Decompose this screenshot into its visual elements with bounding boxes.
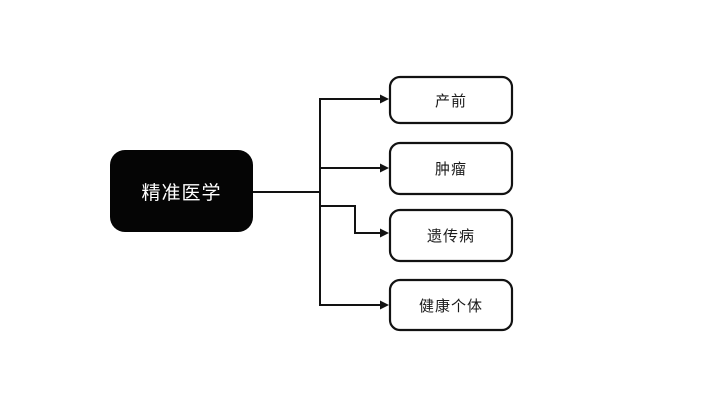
arrowhead-genetic (380, 228, 389, 238)
leaf-node-box-prenatal[interactable] (388, 75, 514, 125)
arrowhead-healthy (380, 300, 389, 310)
arrowhead-group (380, 94, 389, 310)
root-node-box[interactable] (110, 150, 253, 232)
leaf-node-box-tumor[interactable] (388, 141, 514, 196)
arrowhead-prenatal (380, 94, 389, 104)
arrowhead-tumor (380, 163, 389, 173)
leaf-node-box-genetic[interactable] (388, 208, 514, 263)
leaf-node-box-healthy[interactable] (388, 278, 514, 332)
connector-branch-genetic (319, 205, 385, 234)
connector-group (252, 98, 385, 306)
